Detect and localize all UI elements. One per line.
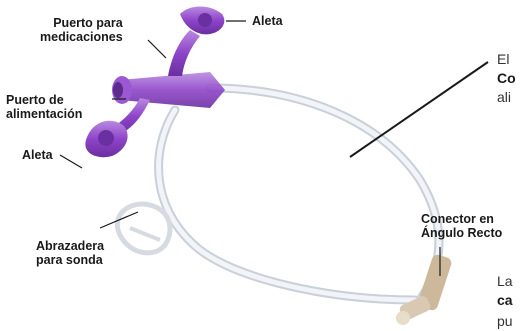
side-text-6: pu: [497, 312, 513, 331]
side-text-3: ali: [497, 88, 511, 107]
label-feeding-port: Puerto de alimentación: [6, 93, 82, 121]
side-text-5: ca: [497, 291, 513, 310]
label-fin-top: Aleta: [252, 14, 283, 28]
side-text-4: La: [497, 272, 513, 291]
side-text-2: Co: [497, 69, 516, 88]
side-text-5-bold: ca: [497, 292, 513, 308]
side-text-2-bold: Co: [497, 70, 516, 86]
tube: [159, 88, 439, 300]
tube-clamp: [117, 204, 170, 253]
label-fin-bottom: Aleta: [22, 148, 53, 162]
label-tube-clamp: Abrazadera para sonda: [36, 239, 104, 267]
label-medications-port: Puerto para medicaciones: [40, 16, 123, 44]
side-text-1: El: [497, 50, 509, 69]
right-angle-connector: [396, 253, 453, 325]
label-right-angle-connector: Conector en Ángulo Recto: [421, 212, 502, 240]
